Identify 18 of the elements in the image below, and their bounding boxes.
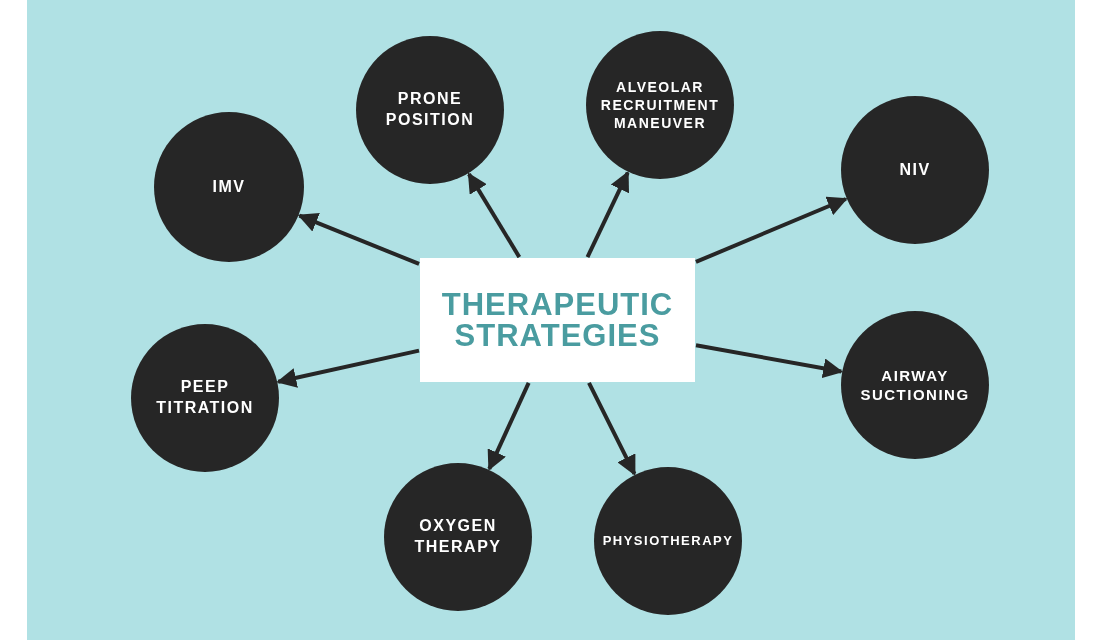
node-label: PEEP TITRATION [155, 377, 255, 418]
node-label: IMV [212, 176, 246, 197]
arrow [276, 348, 420, 388]
node-label: PRONE POSITION [384, 89, 476, 130]
node-label: AIRWAY SUCTIONING [859, 365, 971, 405]
node-label: ALVEOLAR RECRUITMENT MANEUVER [599, 77, 721, 133]
node-label: THERAPEUTIC STRATEGIES [440, 289, 675, 351]
node-label: PHYSIOTHERAPY [602, 532, 734, 550]
center-box [420, 258, 695, 382]
arrow [297, 213, 420, 266]
arrow [587, 382, 637, 476]
node-label: NIV [899, 159, 931, 180]
arrow [487, 382, 531, 471]
node-label: OXYGEN THERAPY [413, 516, 503, 557]
arrow [585, 170, 630, 258]
arrow [695, 343, 844, 379]
arrow [467, 172, 522, 259]
arrow [695, 196, 848, 264]
